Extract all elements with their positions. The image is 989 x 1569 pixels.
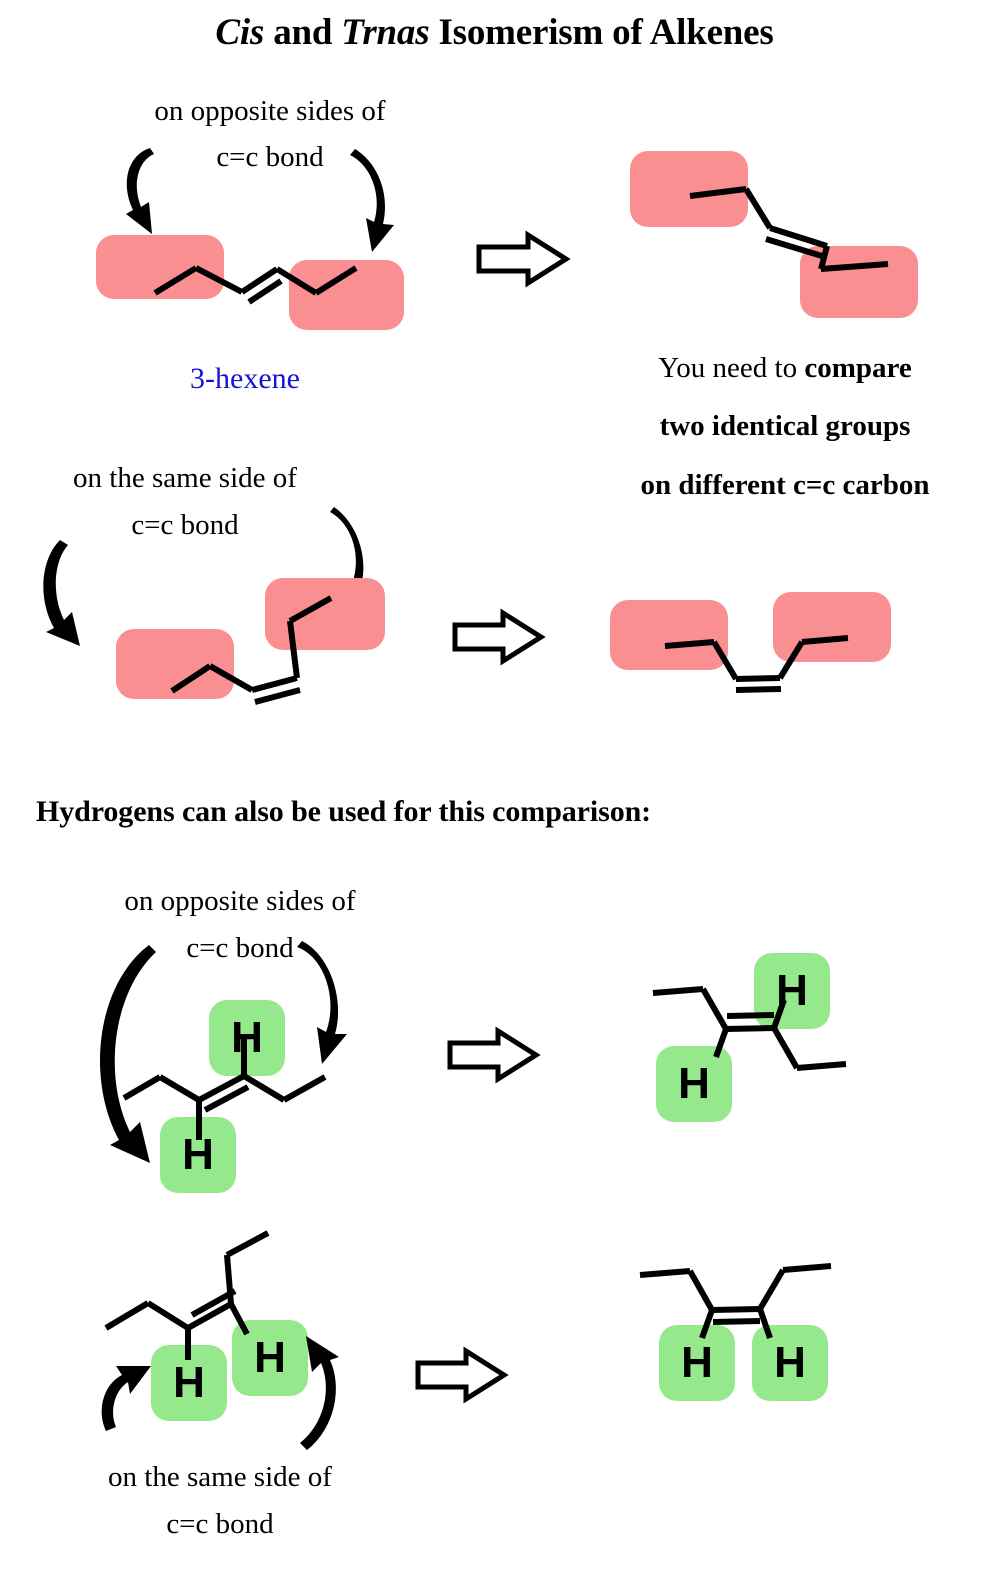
note-line-3: on different c=c carbon [640, 469, 930, 501]
cis-h-caption-line1: on the same side of [108, 1461, 332, 1493]
page-title-cis: Cis [215, 12, 265, 53]
page-title-and: and [264, 12, 342, 53]
hydrogen-label: H [678, 1059, 710, 1108]
curved-arrow-left [126, 148, 154, 234]
curved-arrow-right [297, 941, 347, 1064]
note-line-1-plain: You need to [658, 352, 805, 384]
note-line-2: two identical groups [659, 410, 911, 442]
cis-alkyl-caption-line1: on the same side of [73, 462, 297, 494]
page-title: Cis and Trnas Isomerism of Alkenes [0, 12, 989, 55]
pink-highlight-box [265, 578, 385, 650]
hydrogen-label: H [173, 1358, 205, 1407]
cis-alkyl-caption-line2: c=c bond [131, 509, 239, 541]
note-line-1: You need to compare [585, 352, 985, 385]
green-highlight-box [752, 1325, 828, 1401]
hydrogen-label: H [774, 1338, 806, 1387]
note-line-1-bold: compare [804, 352, 912, 384]
hydrogen-label: H [182, 1130, 214, 1179]
hydrogen-label: H [681, 1338, 713, 1387]
curved-arrow-right [350, 149, 394, 252]
cis-h-caption-line2: c=c bond [166, 1508, 274, 1540]
hydrogen-label: H [776, 966, 808, 1015]
trans-alkyl-caption-line2: c=c bond [216, 141, 324, 173]
curved-arrow-left [101, 1366, 151, 1431]
molecule-name-3-hexene: 3-hexene [190, 362, 300, 395]
green-highlight-box [659, 1325, 735, 1401]
trans-h-caption-line2: c=c bond [186, 932, 294, 964]
hydrogen-label: H [254, 1333, 286, 1382]
pink-highlight-box [773, 592, 891, 662]
trans-alkyl-caption-line1: on opposite sides of [154, 95, 386, 127]
curved-arrow-left [43, 540, 80, 646]
hydrogen-label: H [231, 1013, 263, 1062]
pink-highlight-box [610, 600, 728, 670]
trans-h-caption-line1: on opposite sides of [124, 885, 356, 917]
hydrogen-section-heading: Hydrogens can also be used for this comp… [36, 795, 652, 828]
curved-arrow-right [300, 1336, 339, 1450]
page-title-rest: Isomerism of Alkenes [429, 12, 774, 53]
page-title-trnas: Trnas [341, 12, 430, 53]
curved-arrow-long-left [100, 945, 156, 1163]
green-highlight-box [656, 1046, 732, 1122]
